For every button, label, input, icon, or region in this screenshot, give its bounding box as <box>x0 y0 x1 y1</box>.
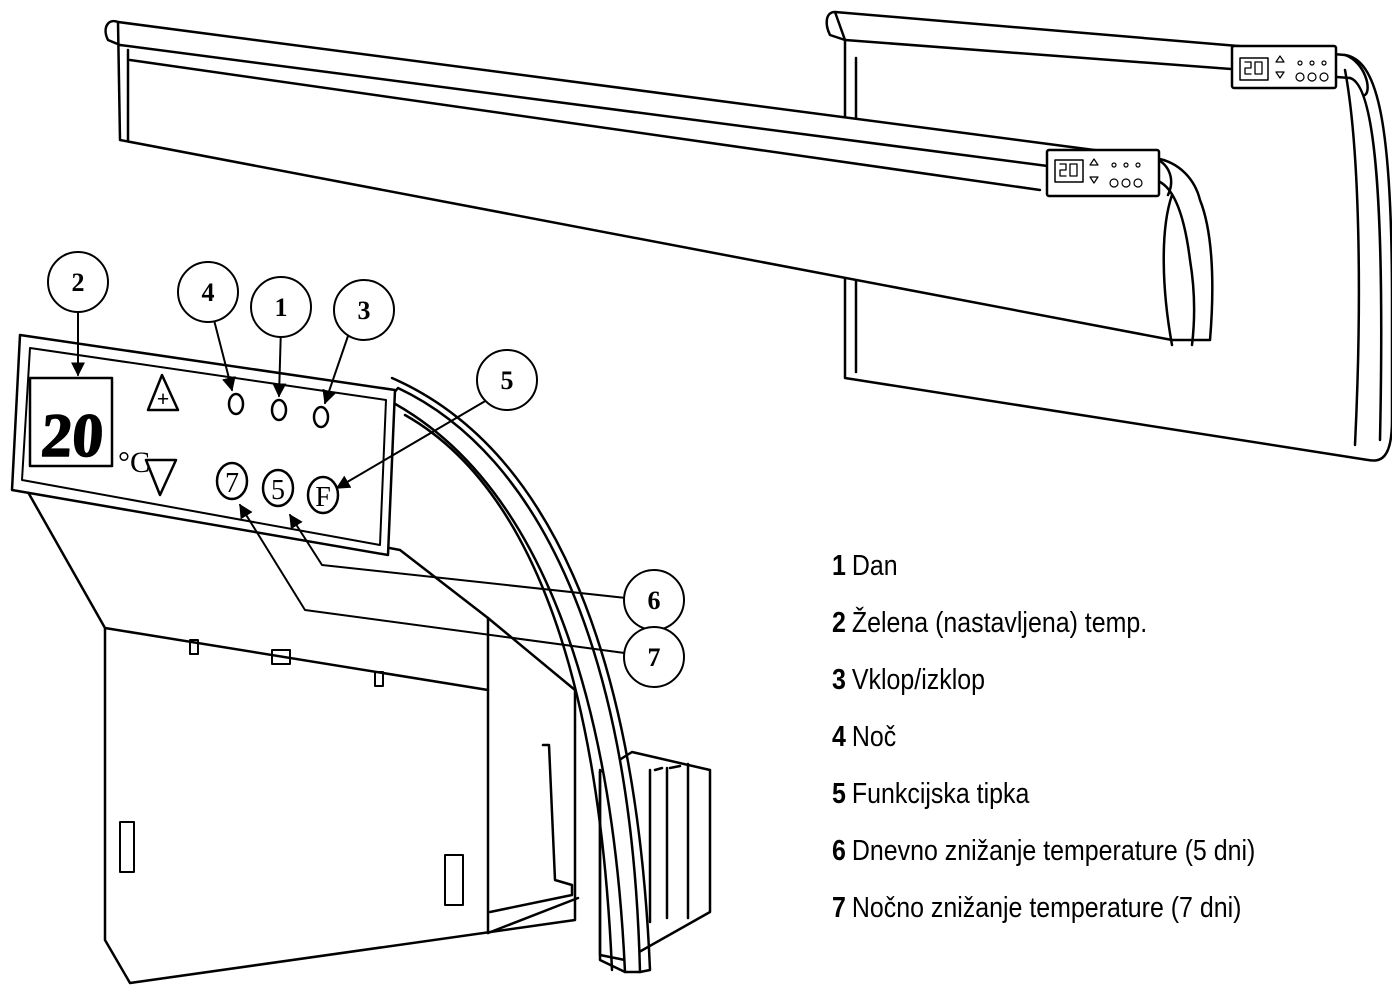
temperature-display-value: 20 <box>39 402 106 470</box>
leader-1 <box>272 326 287 398</box>
callout-circle-3 <box>333 279 395 341</box>
button-7-label: 7 <box>225 468 239 499</box>
legend-text: Dan <box>851 550 898 582</box>
callout-circle-7 <box>623 626 685 688</box>
temperature-up-glyph: + <box>157 386 170 411</box>
leader-5 <box>335 399 488 489</box>
callout-label-6: 6 <box>648 586 661 615</box>
long-heater-panel <box>1045 148 1161 198</box>
callout-label-3: 3 <box>358 296 371 325</box>
indicator-day <box>270 398 288 422</box>
leader-4 <box>213 319 236 392</box>
large-heater-panel <box>1230 44 1338 90</box>
callout-circle-4 <box>177 261 239 323</box>
callout-label-5: 5 <box>501 366 514 395</box>
leader-3 <box>322 335 349 405</box>
legend-num: 1 <box>832 550 846 582</box>
indicator-night <box>227 392 245 416</box>
legend-num: 5 <box>832 778 846 810</box>
callout-circle-2 <box>47 251 109 313</box>
legend-num: 3 <box>832 664 846 696</box>
legend-text: Želena (nastavljena) temp. <box>851 607 1148 639</box>
callout-label-4: 4 <box>202 278 215 307</box>
closeup-heater-body <box>18 476 580 985</box>
leader-7 <box>239 503 633 655</box>
callout-label-7: 7 <box>648 643 661 672</box>
button-7-day-night[interactable] <box>215 461 249 501</box>
legend-text: Noč <box>851 721 897 753</box>
legend-num: 7 <box>832 892 846 924</box>
callout-circle-1 <box>250 276 312 338</box>
temperature-down-button[interactable] <box>144 458 178 497</box>
callout-circle-5 <box>476 349 538 411</box>
function-button[interactable] <box>306 475 340 515</box>
callout-label-2: 2 <box>72 268 85 297</box>
callout-circles <box>47 251 685 688</box>
legend-num: 6 <box>832 835 846 867</box>
legend-text: Funkcijska tipka <box>851 778 1030 810</box>
leader-lines <box>71 311 633 655</box>
leader-6 <box>289 513 627 599</box>
indicator-lights <box>227 392 330 429</box>
legend-num: 2 <box>832 607 846 639</box>
long-heater <box>104 19 1214 347</box>
callout-label-1: 1 <box>275 293 288 322</box>
closeup-heater-curve <box>386 376 652 974</box>
indicator-power <box>312 405 330 429</box>
function-button-label: F <box>315 482 331 513</box>
button-5-day-lowering[interactable] <box>261 468 295 508</box>
legend-text: Nočno znižanje temperature (7 dni) <box>851 892 1242 924</box>
button-5-label: 5 <box>271 475 285 506</box>
control-panel <box>10 333 397 557</box>
legend-text: Vklop/izklop <box>851 664 985 696</box>
temperature-up-button[interactable] <box>146 373 180 412</box>
temperature-unit: °C <box>118 446 150 479</box>
legend-num: 4 <box>832 721 846 753</box>
legend-text: Dnevno znižanje temperature (5 dni) <box>851 835 1256 867</box>
